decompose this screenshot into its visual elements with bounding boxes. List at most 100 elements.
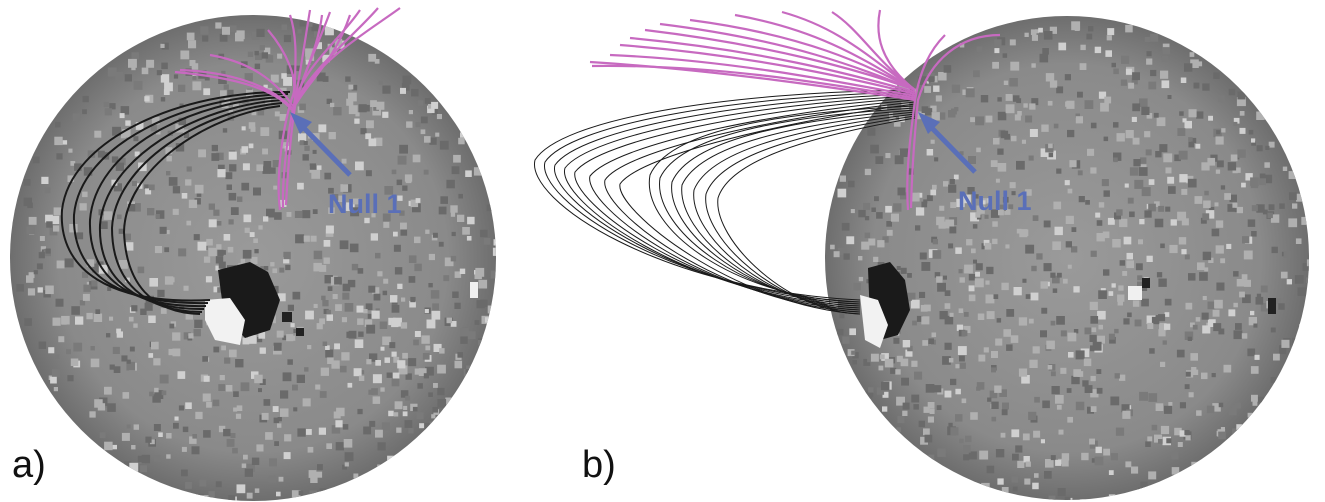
speckle-pixel	[334, 343, 340, 350]
speckle-pixel	[1079, 63, 1087, 70]
speckle-pixel	[1232, 428, 1239, 436]
speckle-pixel	[246, 463, 255, 472]
speckle-pixel	[188, 40, 197, 49]
speckle-pixel	[353, 368, 362, 377]
speckle-pixel	[1090, 375, 1096, 382]
speckle-pixel	[1229, 194, 1237, 203]
speckle-pixel	[262, 166, 271, 174]
speckle-pixel	[423, 169, 429, 175]
speckle-pixel	[1221, 128, 1226, 133]
speckle-pixel	[189, 436, 197, 444]
speckle-pixel	[959, 362, 966, 369]
speckle-pixel	[348, 92, 357, 102]
speckle-pixel	[1012, 453, 1019, 461]
speckle-pixel	[1167, 95, 1172, 99]
speckle-pixel	[28, 272, 35, 279]
speckle-pixel	[331, 194, 339, 201]
speckle-pixel	[191, 63, 199, 70]
speckle-pixel	[397, 195, 403, 201]
speckle-pixel	[1153, 112, 1159, 118]
speckle-pixel	[1088, 26, 1094, 32]
speckle-pixel	[55, 354, 60, 359]
speckle-pixel	[339, 240, 349, 250]
speckle-pixel	[910, 192, 920, 202]
speckle-pixel	[203, 256, 211, 263]
speckle-pixel	[133, 80, 143, 90]
speckle-pixel	[900, 267, 907, 274]
speckle-pixel	[979, 450, 989, 460]
speckle-pixel	[1108, 470, 1114, 475]
speckle-pixel	[487, 305, 496, 314]
speckle-pixel	[93, 313, 103, 322]
speckle-pixel	[211, 153, 220, 161]
speckle-pixel	[298, 133, 307, 142]
speckle-pixel	[1006, 344, 1013, 351]
speckle-pixel	[112, 126, 121, 136]
speckle-pixel	[233, 407, 238, 412]
speckle-pixel	[454, 302, 461, 309]
speckle-pixel	[1003, 329, 1011, 337]
speckle-pixel	[400, 322, 408, 329]
speckle-pixel	[1119, 374, 1126, 381]
speckle-pixel	[347, 279, 356, 288]
speckle-pixel	[240, 382, 250, 392]
speckle-pixel	[1207, 301, 1216, 310]
speckle-pixel	[405, 373, 412, 380]
speckle-pixel	[1045, 144, 1054, 153]
speckle-pixel	[1125, 24, 1133, 33]
speckle-pixel	[1215, 136, 1224, 145]
speckle-pixel	[393, 244, 401, 252]
speckle-pixel	[426, 428, 431, 433]
speckle-pixel	[216, 244, 222, 250]
speckle-pixel	[1032, 346, 1040, 354]
speckle-pixel	[161, 42, 169, 50]
speckle-pixel	[354, 118, 360, 124]
speckle-pixel	[236, 484, 246, 494]
speckle-pixel	[233, 391, 239, 397]
speckle-pixel	[28, 216, 37, 225]
speckle-pixel	[1056, 168, 1062, 174]
speckle-pixel	[970, 117, 975, 123]
speckle-pixel	[450, 321, 457, 327]
speckle-pixel	[1177, 442, 1183, 447]
speckle-pixel	[1188, 109, 1197, 118]
speckle-pixel	[259, 378, 266, 385]
speckle-pixel	[962, 89, 968, 95]
speckle-pixel	[958, 308, 964, 313]
speckle-pixel	[428, 253, 435, 261]
speckle-pixel	[849, 328, 856, 336]
speckle-pixel	[1163, 153, 1173, 163]
speckle-pixel	[378, 80, 383, 85]
speckle-pixel	[907, 273, 912, 278]
speckle-pixel	[382, 336, 391, 346]
speckle-pixel	[125, 120, 131, 126]
speckle-pixel	[104, 386, 112, 395]
speckle-pixel	[303, 235, 310, 242]
speckle-pixel	[966, 239, 973, 246]
speckle-pixel	[1214, 299, 1223, 309]
speckle-pixel	[68, 148, 73, 153]
speckle-pixel	[944, 390, 952, 398]
speckle-pixel	[117, 214, 122, 220]
speckle-pixel	[1082, 380, 1089, 387]
speckle-pixel	[1126, 260, 1134, 269]
speckle-pixel	[45, 285, 54, 295]
speckle-pixel	[272, 160, 280, 168]
speckle-pixel	[1179, 174, 1188, 183]
speckle-pixel	[923, 406, 930, 413]
speckle-pixel	[438, 241, 444, 247]
speckle-pixel	[1237, 91, 1246, 100]
speckle-pixel	[1250, 310, 1255, 316]
speckle-pixel	[345, 76, 351, 82]
speckle-pixel	[164, 247, 170, 253]
speckle-pixel	[260, 127, 270, 136]
speckle-pixel	[1270, 327, 1276, 333]
speckle-pixel	[103, 101, 109, 108]
speckle-pixel	[843, 253, 850, 260]
speckle-pixel	[861, 241, 870, 250]
speckle-pixel	[216, 221, 222, 226]
speckle-pixel	[1162, 340, 1167, 345]
speckle-pixel	[293, 407, 298, 412]
speckle-pixel	[178, 84, 186, 92]
speckle-pixel	[975, 116, 985, 126]
